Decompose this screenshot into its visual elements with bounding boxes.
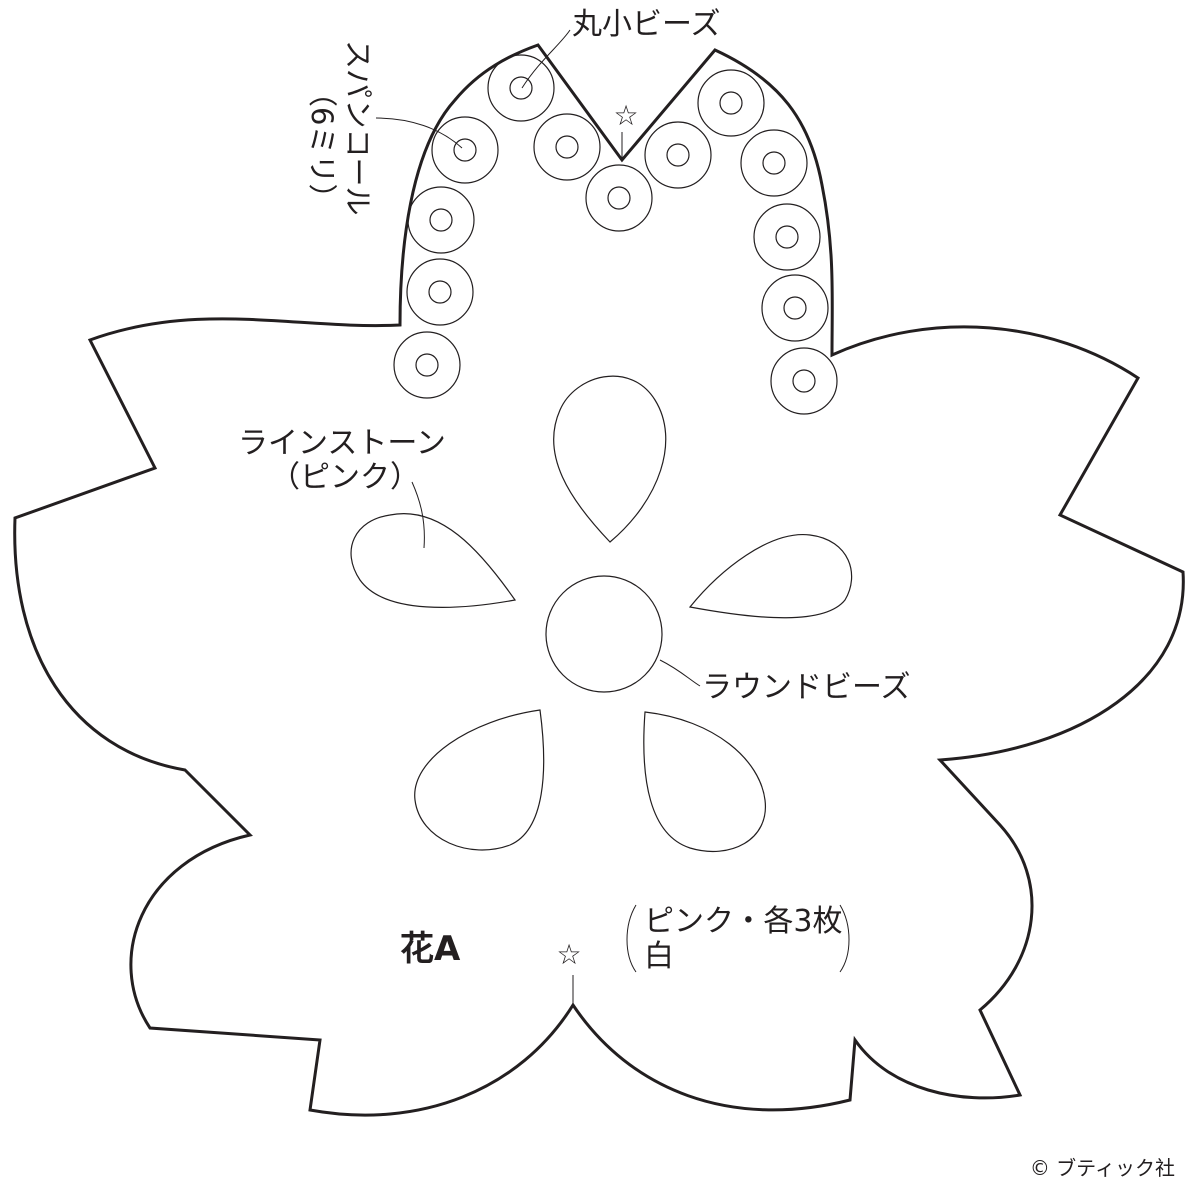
quantity-bracket-left bbox=[626, 904, 637, 973]
rhinestone-label-line2: （ピンク） bbox=[270, 460, 420, 495]
rhinestone-left bbox=[350, 513, 517, 608]
round-bead-leader bbox=[659, 659, 701, 687]
sequin bbox=[406, 258, 474, 326]
rhinestone-right bbox=[688, 534, 853, 619]
sequin bbox=[393, 331, 461, 399]
sequin bbox=[761, 274, 829, 342]
quantity-line2: 白 bbox=[644, 939, 674, 974]
sequin bbox=[740, 129, 808, 197]
rhinestone-bottom-right bbox=[643, 711, 766, 852]
sequin-leader bbox=[375, 117, 463, 149]
small-beads-label: 丸小ビーズ bbox=[572, 7, 721, 42]
sequin bbox=[697, 69, 765, 137]
rhinestone-bottom-left bbox=[414, 709, 545, 851]
sequin-label-line1: スパンコール bbox=[341, 40, 375, 215]
small-beads-leader bbox=[521, 29, 571, 89]
pattern-title: 花A bbox=[400, 929, 461, 969]
sequin bbox=[533, 113, 601, 181]
sequin bbox=[753, 203, 821, 271]
sequin-label-line2: （6ミリ） bbox=[305, 78, 339, 212]
rhinestone-label-line1: ラインストーン bbox=[238, 426, 446, 461]
flower-outline bbox=[13, 43, 1185, 1117]
quantity-line1: ピンク・各3枚 bbox=[644, 904, 843, 939]
copyright-notice: © ブティック社 bbox=[1030, 1156, 1175, 1180]
round-bead bbox=[545, 575, 663, 693]
sequin bbox=[770, 347, 838, 415]
sequin-group bbox=[393, 54, 838, 415]
rhinestone-top bbox=[553, 375, 667, 543]
round-bead-label: ラウンドビーズ bbox=[702, 670, 911, 705]
rhinestone-group bbox=[350, 375, 853, 852]
sequin bbox=[487, 54, 555, 122]
rhinestone-leader bbox=[411, 481, 425, 549]
quantity-bracket-right bbox=[839, 904, 850, 973]
sequin bbox=[585, 164, 653, 232]
sequin bbox=[431, 116, 499, 184]
sequin bbox=[644, 121, 712, 189]
star-bottom-mark: ☆ bbox=[556, 938, 581, 971]
star-top-mark: ☆ bbox=[613, 99, 638, 132]
sequin bbox=[407, 186, 475, 254]
